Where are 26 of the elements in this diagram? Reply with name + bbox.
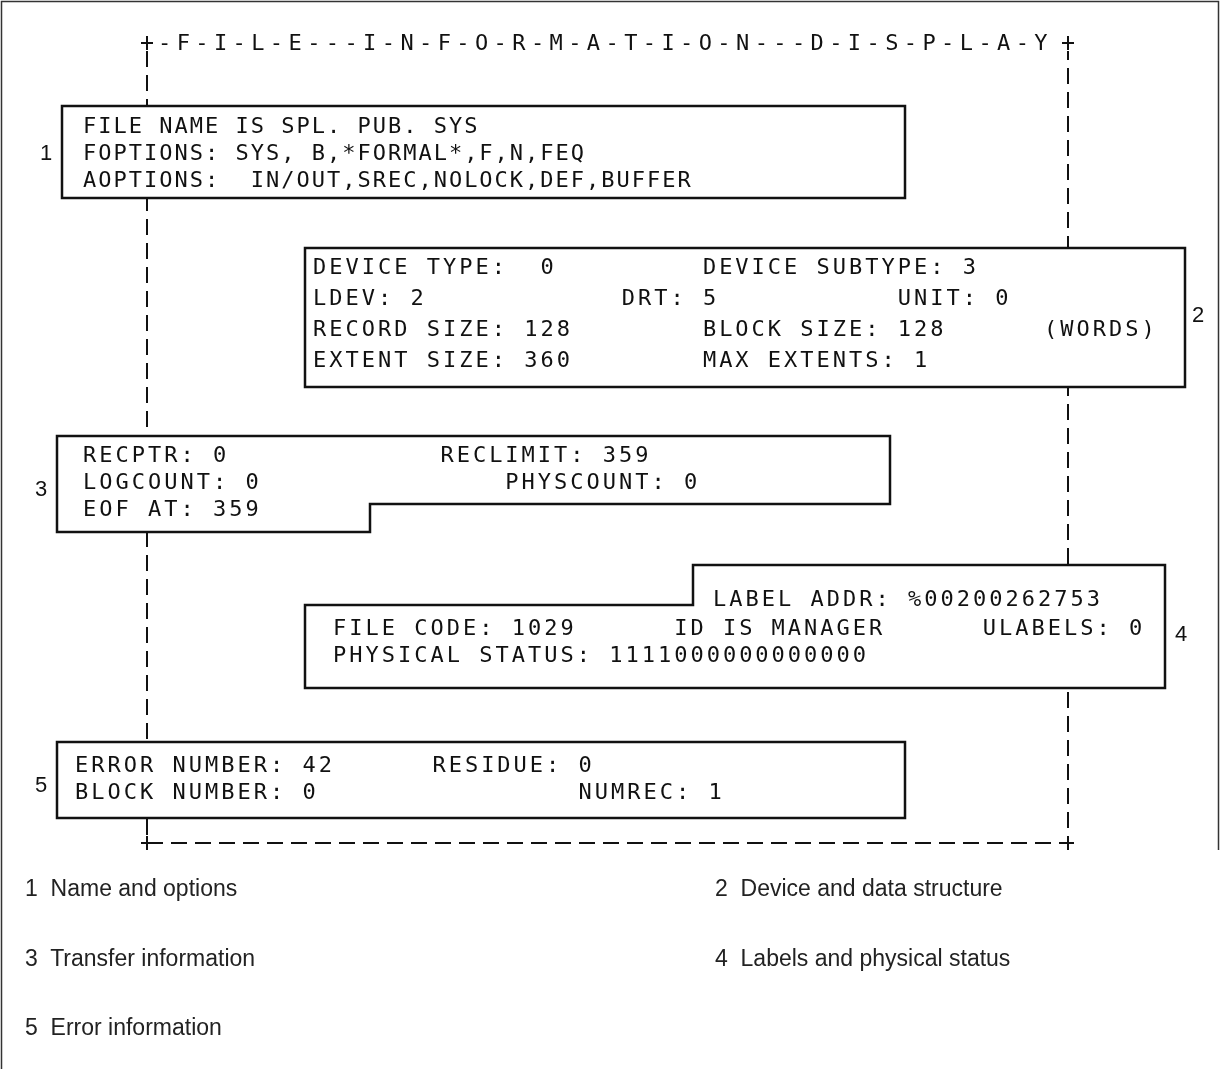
field-line: FILE CODE: 1029 ID IS MANAGER ULABELS: 0 xyxy=(333,615,1146,641)
field-line: EXTENT SIZE: 360 MAX EXTENTS: 1 xyxy=(313,347,931,373)
field-line: RECORD SIZE: 128 BLOCK SIZE: 128 (WORDS) xyxy=(313,316,1158,342)
key-entry: 2 Device and data structure xyxy=(715,875,1003,902)
field-line: DEVICE TYPE: 0 DEVICE SUBTYPE: 3 xyxy=(313,254,980,280)
field-line: LDEV: 2 DRT: 5 UNIT: 0 xyxy=(313,285,1012,311)
callout-number: 1 xyxy=(40,140,53,166)
field-line: LOGCOUNT: 0 PHYSCOUNT: 0 xyxy=(83,469,701,495)
display-title: -F-I-L-E---I-N-F-O-R-M-A-T-I-O-N---D-I-S-P-L-A-Y xyxy=(158,30,1053,56)
callout-number: 2 xyxy=(1192,302,1205,328)
field-line: LABEL ADDR: %00200262753 xyxy=(713,586,1103,612)
field-line: ERROR NUMBER: 42 RESIDUE: 0 xyxy=(75,752,595,778)
field-line: RECPTR: 0 RECLIMIT: 359 xyxy=(83,442,652,468)
field-line: PHYSICAL STATUS: 1111000000000000 xyxy=(333,642,870,668)
key-entry: 1 Name and options xyxy=(25,875,238,902)
key-entry: 5 Error information xyxy=(25,1014,222,1041)
callout-number: 5 xyxy=(35,772,48,798)
callout-number: 3 xyxy=(35,476,48,502)
field-line: FILE NAME IS SPL. PUB. SYS xyxy=(83,113,480,139)
field-line: AOPTIONS: IN/OUT,SREC,NOLOCK,DEF,BUFFER xyxy=(83,167,693,193)
key-entry: 4 Labels and physical status xyxy=(715,945,1011,972)
callout-number: 4 xyxy=(1175,621,1188,647)
field-line: EOF AT: 359 xyxy=(83,496,262,522)
field-line: FOPTIONS: SYS, B,*FORMAL*,F,N,FEQ xyxy=(83,140,587,166)
field-line: BLOCK NUMBER: 0 NUMREC: 1 xyxy=(75,779,725,805)
key-entry: 3 Transfer information xyxy=(25,945,256,972)
